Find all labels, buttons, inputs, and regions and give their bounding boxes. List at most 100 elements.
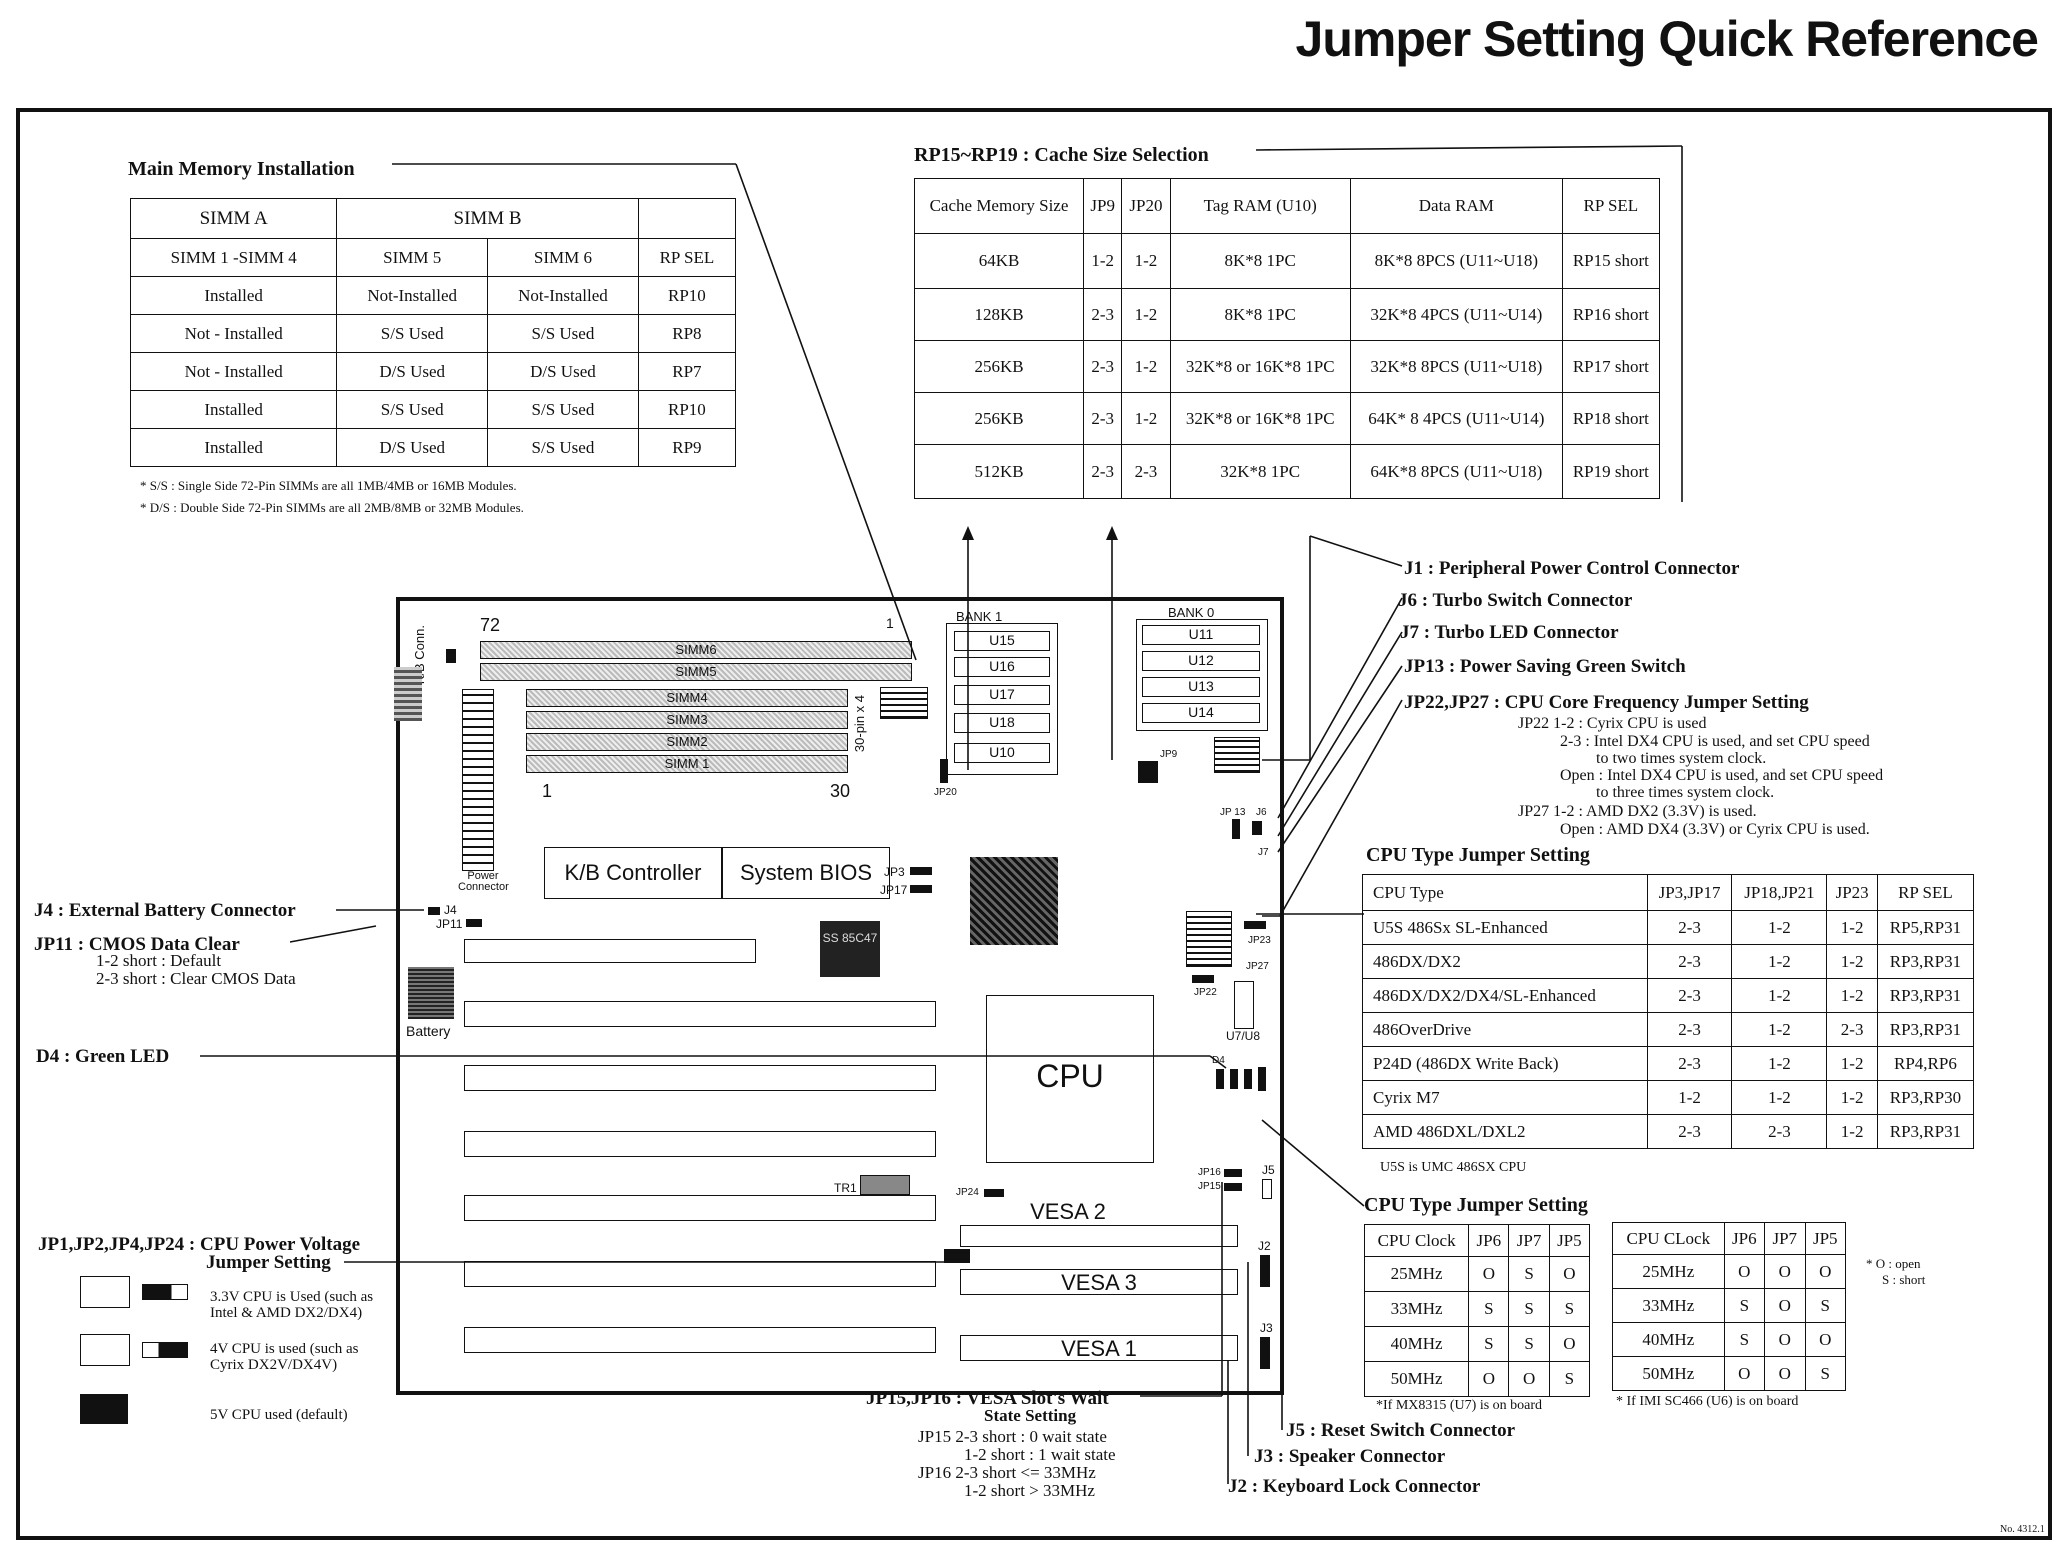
jumper-icon xyxy=(142,1284,188,1300)
cputype-cell: RP3,RP31 xyxy=(1876,1012,1975,1047)
memory-cell: D/S Used xyxy=(487,352,639,391)
battery xyxy=(408,967,454,1019)
chip-u16: U16 xyxy=(954,657,1050,677)
cputype-cell: RP5,RP31 xyxy=(1876,910,1975,945)
battery-label: Battery xyxy=(406,1023,451,1039)
u7-label: U7/U8 xyxy=(1226,1029,1261,1043)
memory-cell: Not - Installed xyxy=(129,352,338,391)
leader-line xyxy=(1309,535,1403,567)
clock-cell: O xyxy=(1804,1322,1846,1357)
jumper xyxy=(446,649,456,663)
simm3-slot: SIMM3 xyxy=(526,711,848,729)
jp22-label: JP22,JP27 : CPU Core Frequency Jumper Se… xyxy=(1404,692,1809,713)
cputype-cell: Cyrix M7 xyxy=(1362,1080,1648,1115)
jp22-note: 2-3 : Intel DX4 CPU is used, and set CPU… xyxy=(1560,733,1870,750)
memory-cell: S/S Used xyxy=(487,314,639,353)
rp-resistor xyxy=(1186,911,1232,967)
bank0-label: BANK 0 xyxy=(1168,605,1215,620)
jp15-label: State Setting xyxy=(984,1406,1077,1425)
jp22-note: JP22 1-2 : Cyrix CPU is used xyxy=(1518,715,1707,732)
cache-cell: 64K*8 8PCS (U11~U18) xyxy=(1349,444,1563,499)
j4-label: J4 : External Battery Connector xyxy=(34,900,296,921)
simm1-slot: SIMM 1 xyxy=(526,755,848,773)
chip-u18: U18 xyxy=(954,713,1050,733)
clock-cell: S xyxy=(1804,1356,1846,1391)
jp22-note: to two times system clock. xyxy=(1596,750,1767,767)
arrow-head xyxy=(1106,526,1118,540)
isa-slot xyxy=(464,1131,936,1157)
cache-cell: 1-2 xyxy=(1082,233,1123,289)
clock-cell: 25MHz xyxy=(1612,1254,1725,1289)
cache-table: Cache Memory Size JP9 JP20 Tag RAM (U10)… xyxy=(914,178,1661,499)
cache-cell: RP16 short xyxy=(1561,288,1661,341)
bank0 xyxy=(1136,619,1268,731)
cputype-cell: 2-3 xyxy=(1646,944,1733,979)
cache-cell: 256KB xyxy=(914,392,1084,445)
clock-head: JP6 xyxy=(1723,1222,1766,1255)
ss-chip: SS 85C47 xyxy=(820,921,880,977)
cache-cell: 32K*8 or 16K*8 1PC xyxy=(1169,392,1351,445)
simm6-slot: SIMM6 xyxy=(480,641,912,659)
chip-u17: U17 xyxy=(954,685,1050,705)
memory-note: * S/S : Single Side 72-Pin SIMMs are all… xyxy=(140,478,517,493)
pin-number: 1 xyxy=(886,615,894,631)
isa-slot xyxy=(464,1001,936,1027)
cputype-cell: 486OverDrive xyxy=(1362,1012,1648,1047)
jp11-label: JP11 xyxy=(436,917,463,931)
cputype-cell: 1-2 xyxy=(1826,1046,1878,1081)
cputype-cell: RP3,RP31 xyxy=(1876,978,1975,1013)
memory-cell: S/S Used xyxy=(487,390,639,429)
vesa1-slot: VESA 1 xyxy=(960,1335,1238,1361)
clock-cell: O xyxy=(1764,1356,1806,1391)
memory-cell: Installed xyxy=(129,428,338,467)
leader-line xyxy=(1277,631,1403,837)
j7-label: J7 xyxy=(1258,847,1269,858)
kb-connector xyxy=(394,667,422,721)
jp22-note: JP27 1-2 : AMD DX2 (3.3V) is used. xyxy=(1518,803,1757,820)
cache-cell: 2-3 xyxy=(1082,288,1123,341)
jp22-note: Open : AMD DX4 (3.3V) or Cyrix CPU is us… xyxy=(1560,821,1870,838)
cache-cell: RP19 short xyxy=(1561,444,1661,499)
cache-cell: 1-2 xyxy=(1121,340,1171,393)
clock-cell: O xyxy=(1764,1288,1806,1323)
memory-head2: RP SEL xyxy=(637,238,737,277)
isa-slot xyxy=(464,939,756,963)
clock-title: CPU Type Jumper Setting xyxy=(1364,1194,1588,1216)
clock-cell: 40MHz xyxy=(1363,1326,1470,1362)
jp24-label: JP24 xyxy=(956,1187,979,1198)
cputype-cell: 1-2 xyxy=(1826,978,1878,1013)
simm4-slot: SIMM4 xyxy=(526,689,848,707)
cache-cell: 64K* 8 4PCS (U11~U14) xyxy=(1349,392,1563,445)
jp21-jumper xyxy=(1258,1067,1266,1091)
isa-slot xyxy=(464,1261,936,1287)
memory-head-simm-a: SIMM A xyxy=(129,198,338,239)
cputype-cell: 1-2 xyxy=(1826,910,1878,945)
leader-line xyxy=(1279,699,1403,917)
clock-head: JP5 xyxy=(1804,1222,1846,1255)
leader-line xyxy=(1277,597,1403,819)
jp16-note: JP16 2-3 short <= 33MHz xyxy=(918,1463,1096,1482)
jp15-jumper xyxy=(1224,1183,1242,1191)
leader-line xyxy=(1261,1119,1365,1207)
cputype-cell: 2-3 xyxy=(1646,1114,1733,1149)
rp-resistor xyxy=(1214,737,1260,773)
leader-line xyxy=(735,163,917,661)
clock-cell: O xyxy=(1548,1256,1591,1292)
jp22-jumper xyxy=(1192,975,1214,983)
clock-cell: 50MHz xyxy=(1363,1361,1470,1397)
chipset xyxy=(970,857,1058,945)
clock-cell: O xyxy=(1548,1326,1591,1362)
cputype-cell: P24D (486DX Write Back) xyxy=(1362,1046,1648,1081)
j5-connector xyxy=(1262,1179,1272,1199)
clock-cell: O xyxy=(1764,1322,1806,1357)
memory-cell: S/S Used xyxy=(336,314,489,353)
memory-cell: S/S Used xyxy=(336,390,489,429)
cache-cell: 32K*8 or 16K*8 1PC xyxy=(1169,340,1351,393)
vesa2-label: VESA 2 xyxy=(976,1199,1160,1225)
cputype-cell: 1-2 xyxy=(1731,1046,1828,1081)
cache-cell: 8K*8 1PC xyxy=(1169,233,1351,289)
memory-cell: Installed xyxy=(129,276,338,315)
leader-line xyxy=(289,925,377,943)
